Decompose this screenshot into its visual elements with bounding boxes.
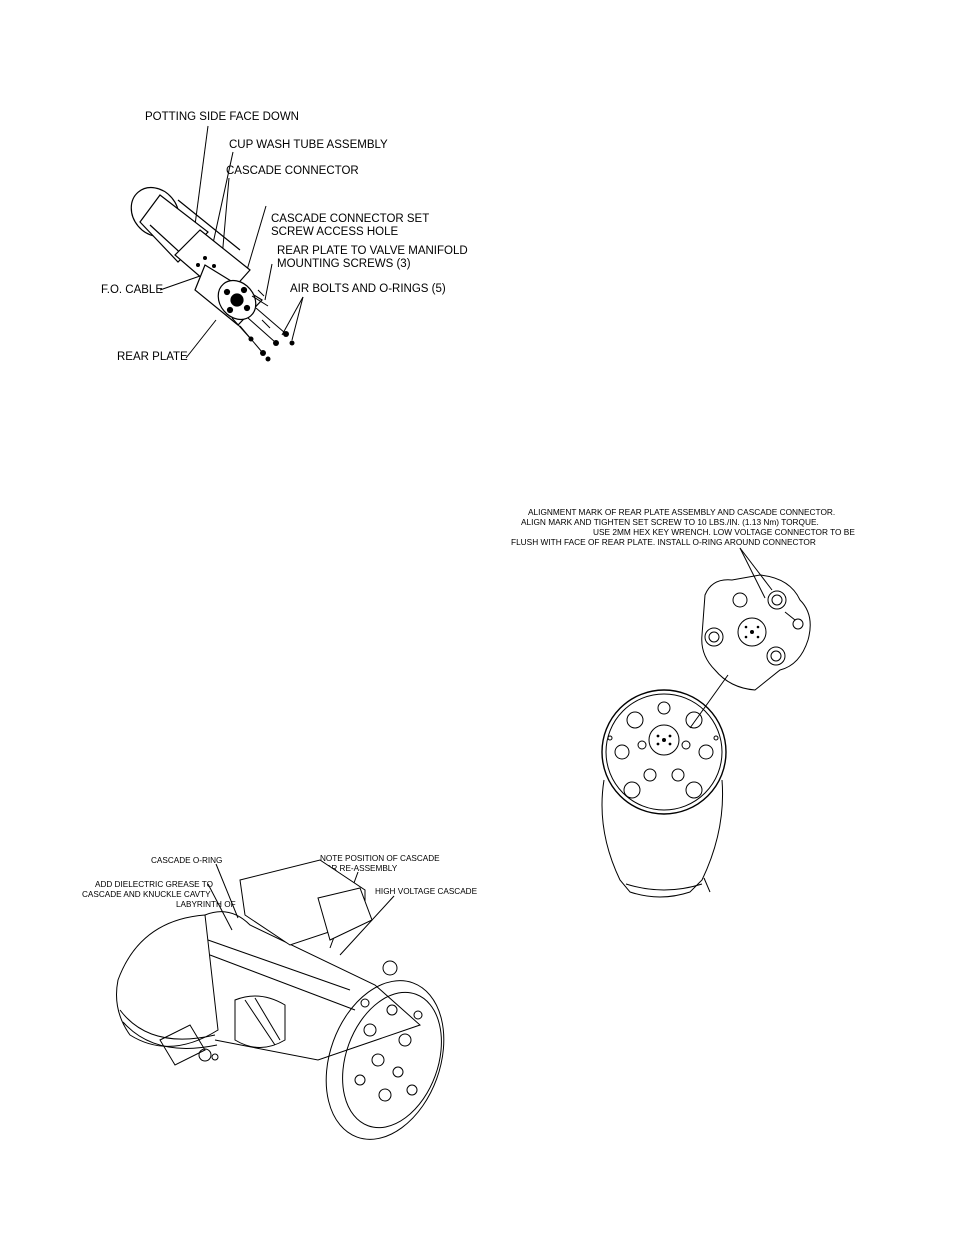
note-line-3: USE 2MM HEX KEY WRENCH. LOW VOLTAGE CONN… bbox=[593, 527, 855, 537]
note-line-1: ALIGNMENT MARK OF REAR PLATE ASSEMBLY AN… bbox=[528, 507, 836, 517]
label-air-bolts: AIR BOLTS AND O-RINGS (5) bbox=[290, 283, 446, 295]
note-line-4: FLUSH WITH FACE OF REAR PLATE. INSTALL O… bbox=[511, 537, 816, 547]
label-high-voltage-cascade: HIGH VOLTAGE CASCADE bbox=[375, 887, 478, 896]
label-set-screw-line2: SCREW ACCESS HOLE bbox=[271, 226, 399, 238]
label-cascade-connector: CASCADE CONNECTOR bbox=[226, 165, 359, 177]
label-grease-line2: CASCADE AND KNUCKLE CAVTY bbox=[82, 890, 211, 899]
note-line-2: ALIGN MARK AND TIGHTEN SET SCREW TO 10 L… bbox=[521, 517, 819, 527]
label-note-position-line2: FOR RE-ASSEMBLY bbox=[320, 864, 398, 873]
label-fo-cable: F.O. CABLE bbox=[101, 284, 163, 296]
label-grease-line1: ADD DIELECTRIC GREASE TO bbox=[95, 880, 213, 889]
label-set-screw-line1: CASCADE CONNECTOR SET bbox=[271, 213, 430, 225]
label-cascade-oring: CASCADE O-RING bbox=[151, 856, 223, 865]
label-rear-plate-valve-line1: REAR PLATE TO VALVE MANIFOLD bbox=[277, 245, 468, 257]
label-grease-line3: LABYRINTH OF bbox=[176, 900, 236, 909]
label-note-position-line1: NOTE POSITION OF CASCADE bbox=[320, 854, 440, 863]
label-rear-plate-valve-line2: MOUNTING SCREWS (3) bbox=[277, 258, 411, 270]
label-cup-wash-tube: CUP WASH TUBE ASSEMBLY bbox=[229, 139, 388, 151]
label-rear-plate: REAR PLATE bbox=[117, 351, 188, 363]
label-potting-side: POTTING SIDE FACE DOWN bbox=[145, 111, 299, 123]
